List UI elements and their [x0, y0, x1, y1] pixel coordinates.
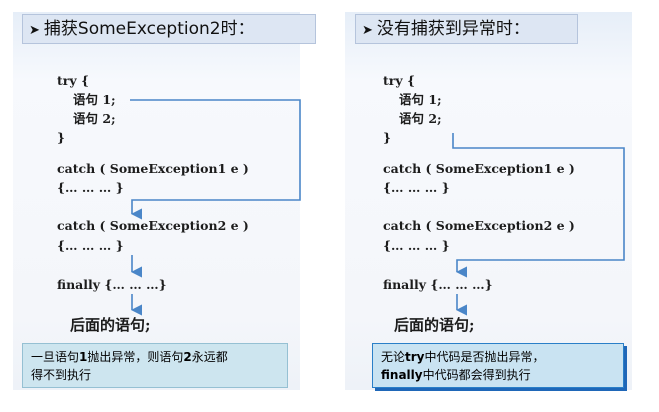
left-catch2: catch ( SomeException2 e ): [57, 218, 249, 233]
left-note: 一旦语句1抛出异常，则语句2永远都 得不到执行: [22, 343, 288, 388]
left-note-bold1: 1: [79, 350, 88, 364]
right-title-text: 没有捕获到异常时：: [376, 19, 530, 39]
right-catch1-body: {… … … }: [383, 180, 450, 195]
left-title-text: 捕获SomeException2时：: [43, 19, 255, 39]
right-note-bold1: try: [405, 350, 425, 364]
right-catch2-body: {… … … }: [383, 238, 450, 253]
triangle-bullet-icon: ➤: [29, 23, 40, 38]
left-try-close: }: [57, 130, 66, 145]
right-title: ➤没有捕获到异常时：: [355, 14, 578, 44]
left-note-part3: 永远都: [191, 350, 228, 364]
right-note: 无论try中代码是否抛出异常， finally中代码都会得到执行: [372, 343, 624, 388]
left-try-open: try {: [57, 73, 90, 88]
right-try-close: }: [383, 130, 392, 145]
left-stmt2: 语句 2;: [73, 111, 116, 126]
right-panel: [345, 12, 632, 390]
left-catch1: catch ( SomeException1 e ): [57, 161, 249, 176]
left-after: 后面的语句;: [70, 316, 151, 334]
left-note-part1: 一旦语句: [31, 350, 80, 364]
triangle-bullet-icon: ➤: [362, 23, 373, 38]
left-stmt1: 语句 1;: [73, 92, 116, 107]
right-finally: finally {… … …}: [383, 277, 493, 292]
left-note-bold2: 2: [183, 350, 192, 364]
right-try-open: try {: [383, 73, 416, 88]
right-catch1: catch ( SomeException1 e ): [383, 161, 575, 176]
right-catch2: catch ( SomeException2 e ): [383, 218, 575, 233]
right-stmt2: 语句 2;: [399, 111, 442, 126]
right-after: 后面的语句;: [394, 316, 475, 334]
left-jump-arrow: [130, 99, 301, 220]
left-title: ➤捕获SomeException2时：: [22, 14, 316, 44]
left-catch1-body: {… … … }: [57, 180, 124, 195]
left-panel: [13, 12, 300, 390]
left-finally: finally {… … …}: [57, 277, 167, 292]
left-note-part2: 抛出异常，则语句: [87, 350, 184, 364]
right-note-part2: 中代码是否抛出异常，: [424, 350, 545, 364]
right-note-part1: 无论: [381, 350, 406, 364]
right-jump-arrow: [452, 133, 625, 278]
left-note-line2: 得不到执行: [31, 368, 92, 382]
right-note-part3: 中代码都会得到执行: [422, 368, 531, 382]
right-stmt1: 语句 1;: [399, 92, 442, 107]
left-catch2-body: {… … … }: [57, 238, 124, 253]
right-note-bold2: finally: [381, 368, 423, 382]
